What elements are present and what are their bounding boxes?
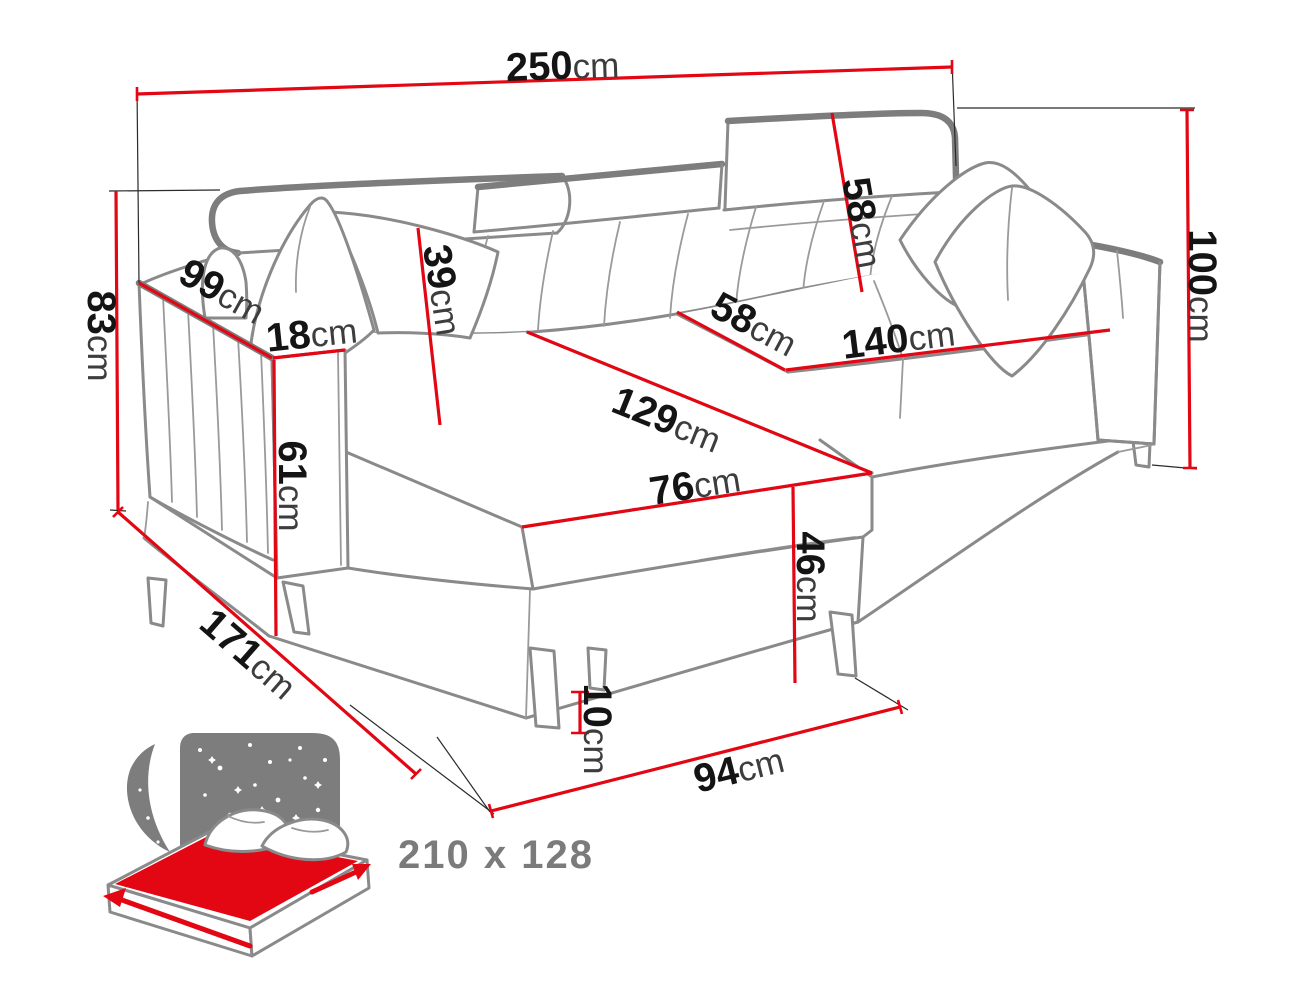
dimension-arrows: [103, 864, 371, 949]
dim-armrest-height: 61cm: [270, 440, 314, 531]
dim-line-armrest-height: [272, 359, 278, 637]
leg: [281, 580, 311, 636]
dim-line-overall-height: [1185, 109, 1192, 469]
left-pillows: [201, 196, 500, 382]
pillow: [328, 210, 500, 340]
dim-line-backrest-height: [830, 112, 864, 293]
chaise-section: [267, 330, 874, 720]
leg: [828, 610, 858, 678]
dim-line-floor-front: [490, 705, 901, 813]
dim-line-seat-width: [785, 328, 1111, 372]
dim-seat-width: 140cm: [839, 310, 957, 367]
dim-seat-height: 46cm: [788, 531, 832, 622]
dim-line-armrest-width: [272, 348, 346, 360]
sleeping-function-icon: 210 x 128: [103, 733, 594, 958]
dim-leg-height: 10cm: [575, 683, 619, 774]
dim-line-back-height: [114, 190, 120, 511]
dim-backrest-height: 58cm: [833, 174, 892, 271]
dim-line-seat-depth: [676, 310, 786, 372]
width-arrow: [119, 897, 253, 949]
dim-line-seat-height: [791, 486, 797, 684]
dim-line-chaise-length: [526, 330, 873, 475]
sofa-legs: [146, 439, 1152, 730]
dim-line-total-width: [136, 65, 953, 96]
leg: [586, 646, 608, 692]
sleeping-area-size: 210 x 128: [398, 833, 594, 877]
dimension-lines: [112, 60, 1197, 819]
dim-line-chaise-width: [521, 471, 873, 529]
dim-line-armrest-depth: [138, 281, 273, 360]
right-pillows: [898, 161, 1096, 378]
dim-overall-height: 100cm: [1180, 229, 1224, 342]
sofa-drawing: [135, 109, 1164, 730]
dim-headrest-height: 39cm: [414, 242, 472, 339]
moon-crescent: [126, 744, 170, 852]
leg: [146, 576, 168, 628]
pillow: [933, 184, 1096, 378]
depth-arrow: [309, 869, 359, 895]
dim-line-headrest-height: [416, 227, 442, 426]
dim-total-width: 250cm: [505, 42, 620, 90]
dim-line-floor-depth: [116, 510, 418, 776]
leg: [528, 646, 561, 730]
pillow: [260, 817, 350, 862]
dim-chaise-width: 76cm: [647, 456, 744, 514]
dim-back-height: 83cm: [79, 290, 123, 381]
pillow: [201, 246, 249, 320]
dim-floor-front: 94cm: [689, 737, 788, 802]
dim-armrest-width: 18cm: [264, 307, 359, 360]
dimension-labels: 250cm 83cm 100cm 99cm 18cm 61cm 171cm 39…: [79, 42, 1224, 802]
